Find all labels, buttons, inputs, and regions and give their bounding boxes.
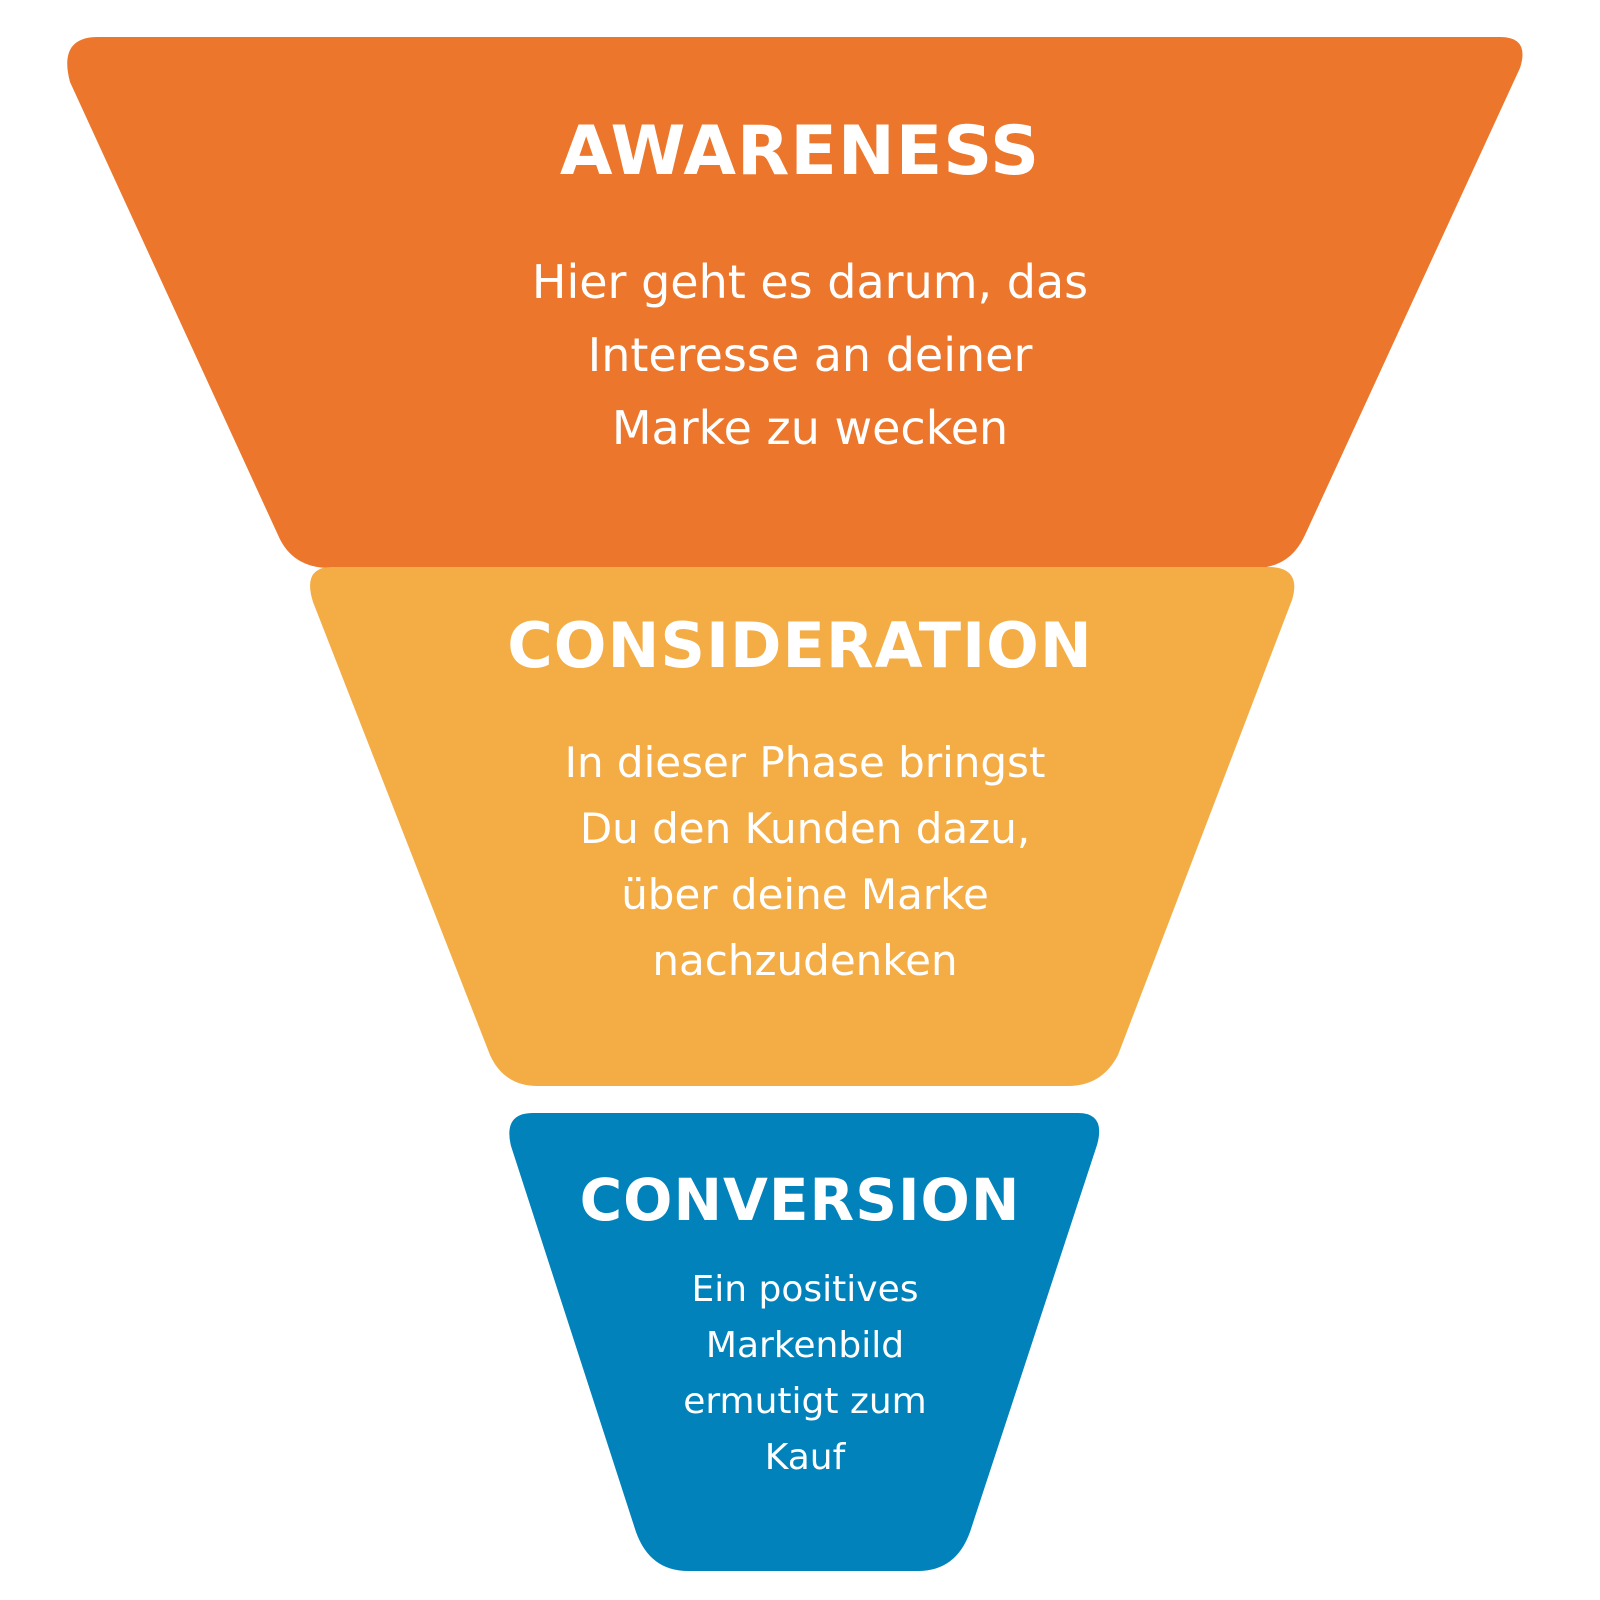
consideration-description-line: In dieser Phase bringst [564, 738, 1046, 787]
consideration-title: CONSIDERATION [507, 609, 1093, 682]
consideration-description: In dieser Phase bringst Du den Kunden da… [400, 730, 1210, 994]
awareness-description-line: Interesse an deiner [587, 328, 1033, 382]
conversion-description-line: Kauf [764, 1437, 846, 1478]
awareness-title: AWARENESS [559, 112, 1041, 191]
awareness-description-line: Hier geht es darum, das [531, 255, 1089, 309]
consideration-description-line: nachzudenken [652, 936, 958, 985]
awareness-description: Hier geht es darum, das Interesse an dei… [400, 246, 1220, 465]
conversion-title: CONVERSION [579, 1166, 1021, 1234]
consideration-description-line: über deine Marke [621, 870, 989, 919]
awareness-description-line: Marke zu wecken [611, 401, 1009, 455]
funnel-stage-consideration-shape [310, 567, 1295, 1086]
funnel-stage-awareness-shape [67, 37, 1523, 568]
funnel-stage-conversion-shape [509, 1113, 1100, 1571]
conversion-description-line: Ein positives [691, 1269, 919, 1310]
conversion-description-line: Markenbild [705, 1325, 905, 1366]
consideration-description-line: Du den Kunden dazu, [579, 804, 1031, 853]
conversion-description-line: ermutigt zum [683, 1381, 927, 1422]
conversion-description: Ein positives Markenbild ermutigt zum Ka… [520, 1262, 1090, 1486]
